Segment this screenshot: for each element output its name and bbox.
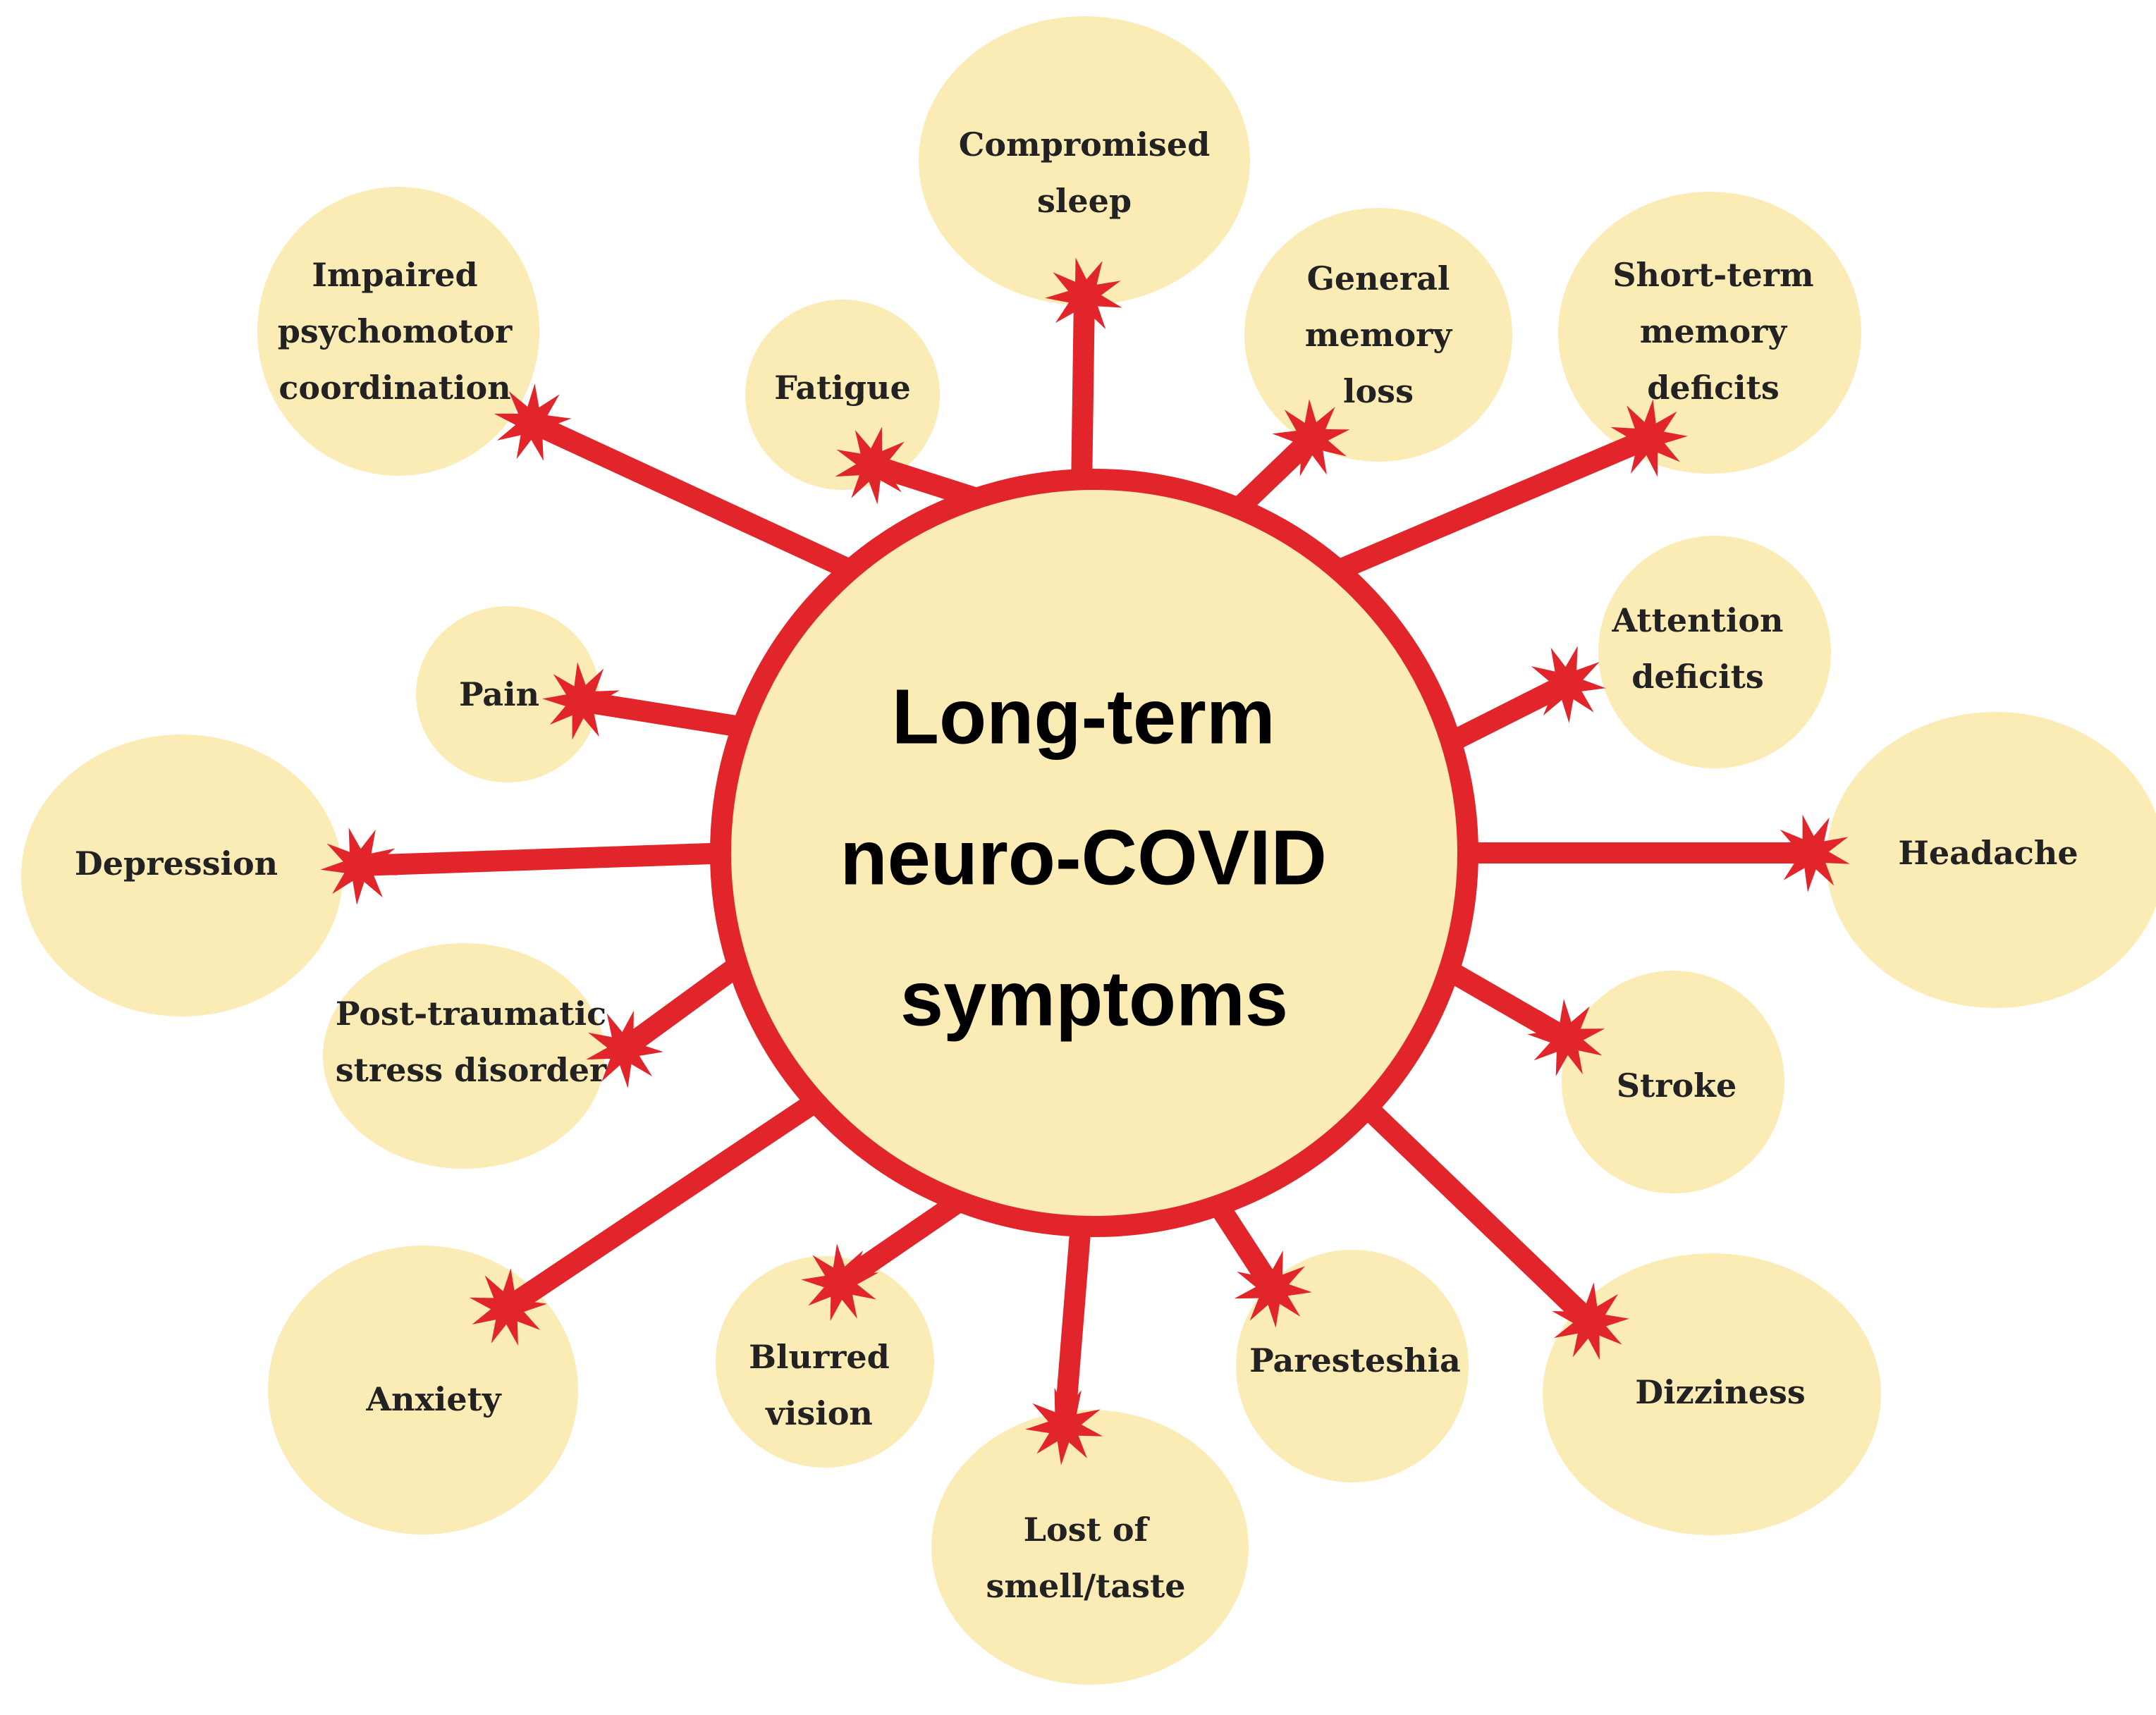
center-hub: Long-term neuro-COVID symptoms — [710, 469, 1478, 1237]
symptom-label-dizziness: Dizziness — [1635, 1373, 1806, 1411]
star-burst-paresteshia — [1234, 1250, 1312, 1328]
spoke-lost-of-smell-taste — [1054, 1215, 1092, 1427]
center-title-line-3: symptoms — [900, 956, 1288, 1043]
spoke-stars — [320, 257, 1850, 1465]
symptom-label-line: vision — [765, 1394, 873, 1432]
symptom-label-paresteshia: Paresteshia — [1249, 1341, 1461, 1379]
star-burst-pain — [542, 662, 620, 740]
symptom-label-line: Blurred — [749, 1338, 890, 1376]
center-title-line-1: Long-term — [892, 674, 1275, 761]
symptom-label-line: deficits — [1631, 658, 1764, 696]
symptom-label-line: coordination — [278, 369, 510, 407]
symptom-label-line: Pain — [459, 675, 539, 713]
star-burst-compromised-sleep — [1045, 257, 1122, 336]
symptom-label-blurred-vision: Blurred vision — [749, 1338, 890, 1432]
symptom-label-stroke: Stroke — [1617, 1067, 1737, 1105]
symptom-bubble-general-memory-loss — [1244, 208, 1512, 462]
center-title-line-2: neuro-COVID — [840, 815, 1327, 902]
star-burst-anxiety — [469, 1268, 547, 1346]
symptom-label-line: memory — [1640, 312, 1788, 350]
star-burst-stroke — [1527, 999, 1605, 1076]
spoke-stroke — [1434, 956, 1572, 1047]
symptom-bubble-headache — [1826, 712, 2156, 1008]
symptom-label-line: Paresteshia — [1249, 1341, 1461, 1379]
symptom-label-line: Dizziness — [1635, 1373, 1806, 1411]
spoke-blurred-vision — [834, 1185, 976, 1292]
symptom-label-line: Fatigue — [774, 369, 911, 407]
spoke-pain — [580, 691, 755, 739]
spokes — [359, 295, 1812, 1427]
symptom-label-line: Lost of — [1024, 1511, 1151, 1549]
spoke-anxiety — [501, 1087, 831, 1317]
spoke-compromised-sleep — [1071, 295, 1095, 491]
symptom-label-attention-deficits: Attention deficits — [1612, 601, 1784, 696]
star-burst-headache — [1772, 814, 1850, 892]
symptom-label-compromised-sleep: Compromised sleep — [959, 125, 1211, 220]
symptom-bubble-blurred-vision — [716, 1256, 934, 1468]
symptom-bubble-lost-of-smell-taste — [931, 1410, 1249, 1685]
symptom-label-short-term-memory-deficits: Short-term memory deficits — [1612, 256, 1813, 407]
symptom-bubble-dizziness — [1543, 1253, 1881, 1535]
symptom-label-pain: Pain — [459, 675, 539, 713]
star-burst-dizziness — [1552, 1282, 1629, 1360]
symptom-label-fatigue: Fatigue — [774, 369, 911, 407]
symptom-label-line: memory — [1305, 316, 1453, 354]
symptom-label-line: psychomotor — [278, 312, 513, 350]
symptom-label-line: Depression — [75, 844, 278, 883]
symptom-bubble-depression — [21, 734, 343, 1016]
symptom-label-line: Compromised — [959, 125, 1211, 164]
symptom-label-line: Attention — [1612, 601, 1784, 639]
symptom-label-anxiety: Anxiety — [365, 1380, 502, 1418]
spoke-impaired-psychomotor-coordination — [527, 413, 866, 585]
center-circle — [710, 469, 1478, 1237]
symptom-label-line: Short-term — [1612, 256, 1813, 294]
symptom-label-line: deficits — [1647, 369, 1780, 407]
symptom-label-line: General — [1307, 259, 1450, 297]
star-burst-short-term-memory-deficits — [1610, 399, 1688, 477]
star-burst-lost-of-smell-taste — [1025, 1387, 1103, 1465]
symptom-bubble-short-term-memory-deficits — [1558, 192, 1861, 474]
star-burst-blurred-vision — [801, 1243, 879, 1322]
symptom-bubble-impaired-psychomotor-coordination — [257, 187, 539, 476]
symptom-label-post-traumatic-stress-disorder: Post-traumatic stress disorder — [336, 995, 607, 1089]
symptom-bubble-fatigue — [745, 300, 940, 490]
symptom-label-impaired-psychomotor-coordination: Impaired psychomotor coordination — [278, 256, 513, 407]
symptom-label-line: Anxiety — [365, 1380, 502, 1418]
symptom-label-line: smell/taste — [986, 1567, 1185, 1605]
symptom-bubble-compromised-sleep — [919, 16, 1250, 305]
symptom-bubble-pain — [416, 606, 599, 782]
spoke-short-term-memory-deficits — [1323, 429, 1653, 585]
symptom-label-line: Stroke — [1617, 1067, 1737, 1105]
star-burst-attention-deficits — [1528, 646, 1606, 723]
symptom-label-depression: Depression — [75, 844, 278, 883]
center-title: Long-term neuro-COVID symptoms — [840, 674, 1348, 1043]
symptom-label-line: Post-traumatic — [336, 995, 606, 1033]
symptom-label-line: Impaired — [312, 256, 477, 294]
star-burst-general-memory-loss — [1272, 399, 1350, 477]
star-burst-post-traumatic-stress-disorder — [586, 1010, 663, 1088]
symptom-label-line: Headache — [1898, 834, 2078, 872]
spoke-attention-deficits — [1436, 674, 1572, 756]
spoke-depression — [359, 842, 732, 876]
spoke-dizziness — [1352, 1093, 1598, 1329]
star-burst-depression — [320, 828, 398, 905]
symptom-label-lost-of-smell-taste: Lost of smell/taste — [986, 1511, 1185, 1605]
symptom-label-general-memory-loss: General memory loss — [1305, 259, 1453, 410]
symptom-label-line: loss — [1343, 372, 1414, 410]
symptom-label-line: stress disorder — [336, 1051, 607, 1089]
star-burst-fatigue — [835, 426, 912, 505]
symptom-bubble-stroke — [1562, 971, 1784, 1193]
symptom-bubble-attention-deficits — [1598, 536, 1831, 768]
symptom-bubble-post-traumatic-stress-disorder — [323, 943, 605, 1169]
symptom-label-headache: Headache — [1898, 834, 2078, 872]
star-burst-impaired-psychomotor-coordination — [494, 383, 572, 461]
symptom-label-line: sleep — [1037, 182, 1132, 220]
